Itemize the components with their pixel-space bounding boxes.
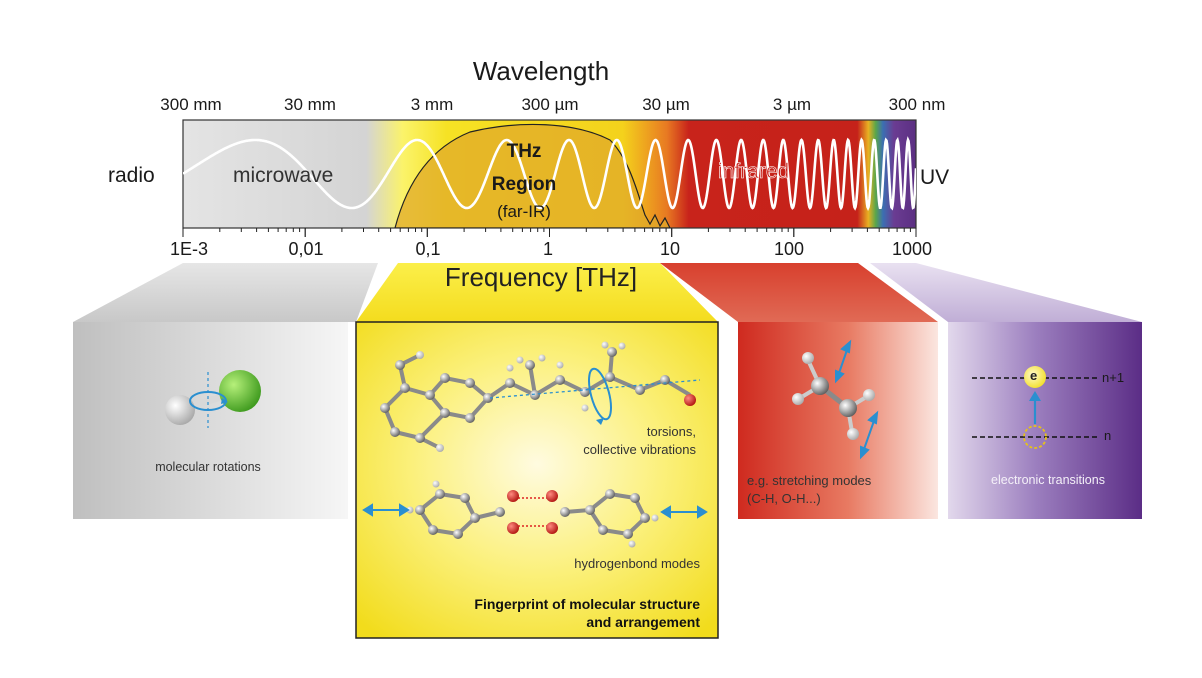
ir-caption-line2: (C-H, O-H...) bbox=[747, 491, 821, 506]
wavelength-tick-30um: 30 µm bbox=[642, 95, 690, 114]
thz-panel bbox=[355, 321, 719, 639]
torsion-atoms bbox=[380, 341, 696, 452]
frequency-axis-label: Frequency [THz] bbox=[444, 262, 638, 292]
wavelength-tick-3um: 3 µm bbox=[772, 95, 812, 114]
ir-connector bbox=[660, 263, 938, 322]
wavelength-tick-300nm: 300 nm bbox=[888, 95, 946, 114]
hcl-molecule bbox=[165, 370, 261, 428]
frequency-tick-10: 10 bbox=[659, 239, 681, 259]
band-radio: radio bbox=[108, 164, 155, 187]
uv-level-upper: n+1 bbox=[1102, 370, 1125, 385]
wavelength-tick-300um: 300 µm bbox=[521, 95, 579, 114]
frequency-tick-0.1: 0,1 bbox=[415, 239, 441, 259]
frequency-tick-1000: 1000 bbox=[891, 239, 933, 259]
uv-panel bbox=[948, 322, 1142, 519]
wavelength-tick-30mm: 30 mm bbox=[284, 95, 336, 114]
torsion-caption-line2: collective vibrations bbox=[583, 442, 696, 457]
frequency-tick-100: 100 bbox=[773, 239, 805, 259]
hbond-dimer bbox=[362, 480, 708, 548]
hbond-caption: hydrogenbond modes bbox=[574, 556, 700, 571]
hole-icon bbox=[1023, 425, 1047, 449]
band-thz-line3: (far-IR) bbox=[497, 202, 551, 221]
ethylene-molecule bbox=[792, 339, 879, 460]
band-uv: UV bbox=[920, 166, 950, 189]
wavelength-tick-300mm: 300 mm bbox=[160, 95, 222, 114]
uv-level-lower: n bbox=[1104, 428, 1112, 443]
wave-path bbox=[183, 136, 916, 212]
frequency-tick-1: 1 bbox=[542, 239, 554, 259]
wavelength-title: Wavelength bbox=[472, 56, 610, 86]
torsion-axis bbox=[489, 367, 701, 425]
band-thz-line1: THz bbox=[506, 141, 542, 162]
frequency-tick-0.01: 0,01 bbox=[288, 239, 324, 259]
rotation-caption: molecular rotations bbox=[155, 460, 261, 474]
uv-caption: electronic transitions bbox=[991, 473, 1105, 487]
thz-envelope bbox=[394, 123, 671, 228]
ir-panel bbox=[738, 322, 938, 519]
wavelength-tick-3mm: 3 mm bbox=[410, 95, 454, 114]
wavelength-wave bbox=[183, 136, 916, 212]
uv-connector bbox=[870, 263, 1142, 322]
frequency-tick-1e-3: 1E-3 bbox=[169, 239, 209, 259]
energy-levels bbox=[972, 366, 1098, 449]
frequency-axis bbox=[182, 228, 917, 237]
band-microwave: microwave bbox=[233, 164, 334, 187]
thz-connector bbox=[356, 263, 718, 322]
band-infrared: infrared bbox=[718, 160, 790, 184]
rotation-connector bbox=[73, 263, 378, 322]
fingerprint-line2: and arrangement bbox=[586, 614, 700, 630]
fingerprint-line1: Fingerprint of molecular structure bbox=[474, 596, 700, 612]
band-thz-line2: Region bbox=[491, 174, 557, 195]
rotation-panel bbox=[73, 322, 348, 519]
electron-label: e bbox=[1030, 368, 1038, 383]
electron-icon bbox=[1024, 366, 1046, 388]
ir-caption-line1: e.g. stretching modes bbox=[747, 473, 872, 488]
torsion-caption-line1: torsions, bbox=[646, 424, 696, 439]
